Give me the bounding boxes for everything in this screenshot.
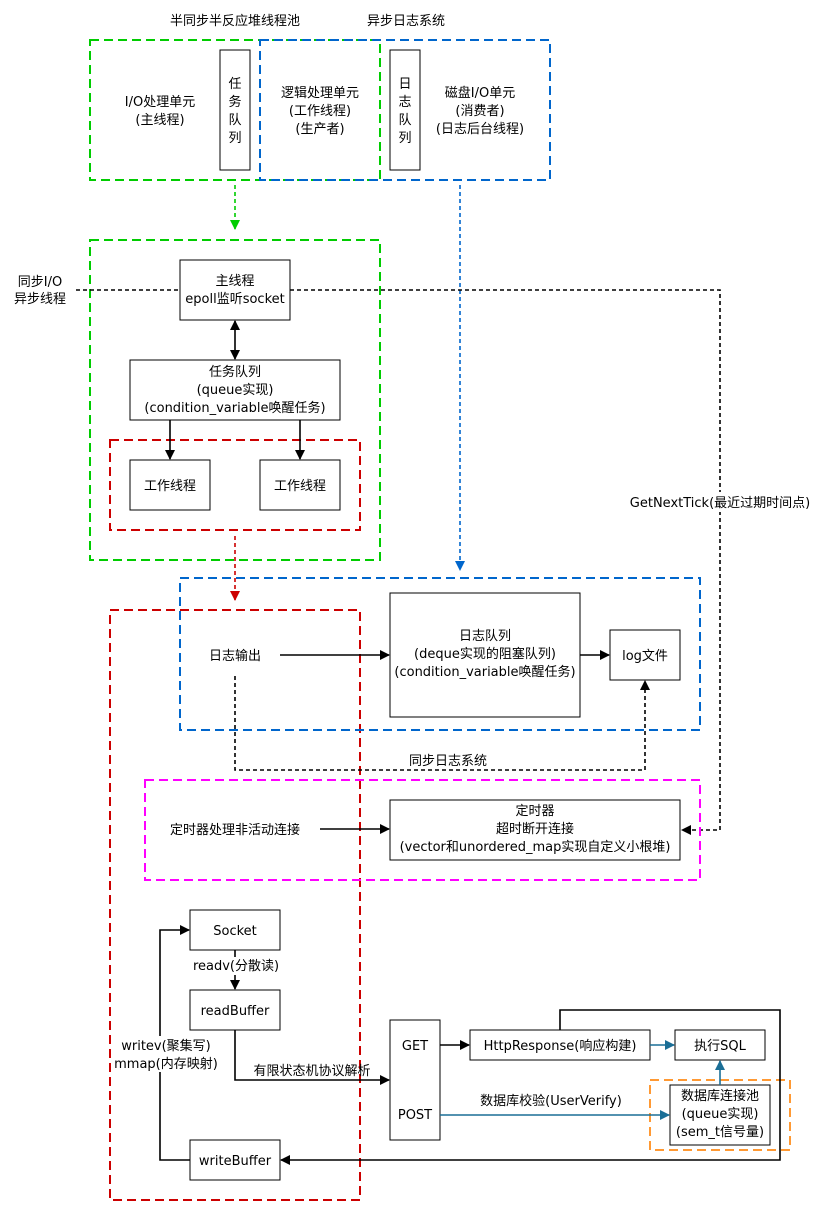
green-pool-frame — [89, 239, 381, 561]
top-log-queue-char4: 列 — [398, 131, 411, 146]
blue-log-frame — [179, 577, 701, 731]
timer-box — [389, 799, 681, 861]
fsm-route — [234, 1030, 390, 1085]
timer-line2: 超时断开连接 — [496, 821, 574, 837]
green-top-frame — [89, 39, 381, 181]
side-label-line2: 异步线程 — [14, 292, 66, 307]
worker-thread-1 — [129, 459, 211, 511]
db-pool-line3: (sem_t信号量) — [676, 1125, 764, 1140]
io-unit-line1: I/O处理单元 — [125, 95, 195, 110]
red-worker-frame — [109, 439, 361, 531]
task-queue-box — [129, 359, 341, 421]
side-label-line1: 同步I/O — [18, 275, 62, 290]
sync-log-route — [234, 676, 650, 771]
write-buffer-label: writeBuffer — [199, 1154, 272, 1169]
io-unit-line2: (主线程) — [135, 113, 184, 128]
worker-thread-2 — [259, 459, 341, 511]
user-verify-label: 数据库校验(UserVerify) — [480, 1093, 622, 1109]
readv-label: readv(分散读) — [193, 959, 279, 974]
timer-line1: 定时器 — [515, 804, 554, 819]
magenta-timer-frame — [144, 779, 701, 881]
response-write-route — [280, 1009, 781, 1165]
task-queue-line1: 任务队列 — [209, 364, 261, 380]
log-queue-box — [389, 592, 581, 718]
top-log-queue-char3: 队 — [398, 113, 411, 128]
log-file-label: log文件 — [622, 649, 668, 664]
read-buffer-label: readBuffer — [201, 1004, 270, 1019]
http-response-label: HttpResponse(响应构建) — [484, 1038, 637, 1054]
timer-handler-label: 定时器处理非活动连接 — [170, 822, 300, 838]
db-pool-box — [669, 1084, 771, 1146]
async-log-title: 异步日志系统 — [367, 14, 445, 29]
exec-sql-label: 执行SQL — [694, 1039, 746, 1054]
next-tick-label: GetNextTick(最近过期时间点) — [630, 496, 810, 511]
top-task-queue-char2: 务 — [228, 94, 241, 110]
half-sync-title: 半同步半反应堆线程池 — [170, 13, 300, 29]
log-output-label: 日志输出 — [209, 648, 261, 664]
get-post-box — [389, 1019, 441, 1141]
log-queue-line3: (condition_variable唤醒任务) — [394, 664, 575, 680]
log-queue-line2: (deque实现的阻塞队列) — [414, 646, 556, 662]
task-queue-line3: (condition_variable唤醒任务) — [144, 400, 325, 416]
socket-label: Socket — [213, 924, 257, 939]
fsm-label: 有限状态机协议解析 — [253, 1064, 370, 1079]
main-thread-line1: 主线程 — [215, 274, 254, 289]
disk-unit-line1: 磁盘I/O单元 — [445, 85, 515, 101]
top-task-queue-box — [219, 49, 251, 171]
disk-unit-line3: (日志后台线程) — [436, 122, 524, 137]
writev-line2: mmap(内存映射) — [114, 1056, 218, 1072]
log-queue-line1: 日志队列 — [459, 629, 511, 644]
http-response-box — [469, 1029, 651, 1061]
read-buffer-box — [189, 989, 281, 1031]
readv-label-bg — [190, 957, 282, 975]
main-thread-line2: epoll监听socket — [185, 292, 284, 307]
log-file-box — [609, 629, 681, 681]
writev-label-bg — [112, 1036, 224, 1072]
db-pool-line1: 数据库连接池 — [681, 1088, 759, 1104]
next-tick-label-bg — [628, 492, 814, 512]
socket-box — [189, 909, 281, 951]
exec-sql-box — [674, 1029, 766, 1061]
top-log-queue-box — [389, 49, 421, 171]
logic-unit-line1: 逻辑处理单元 — [281, 86, 359, 101]
writev-line1: writev(聚集写) — [121, 1038, 211, 1054]
write-buffer-box — [189, 1139, 281, 1181]
worker-thread-2-label: 工作线程 — [274, 479, 326, 494]
blue-top-frame — [259, 39, 551, 181]
logic-unit-line3: (生产者) — [295, 122, 344, 137]
top-task-queue-char1: 任 — [228, 77, 241, 92]
top-task-queue-char3: 队 — [228, 113, 241, 128]
top-log-queue-char2: 志 — [398, 95, 411, 110]
post-label: POST — [398, 1108, 432, 1123]
disk-unit-line2: (消费者) — [455, 104, 504, 119]
top-task-queue-char4: 列 — [228, 131, 241, 146]
logic-unit-line2: (工作线程) — [289, 104, 351, 119]
main-thread-box — [179, 259, 291, 321]
db-pool-line2: (queue实现) — [682, 1107, 759, 1122]
worker-thread-1-label: 工作线程 — [144, 479, 196, 494]
task-queue-line2: (queue实现) — [197, 383, 274, 398]
sync-log-label: 同步日志系统 — [409, 754, 487, 769]
get-label: GET — [402, 1039, 428, 1054]
timer-line3: (vector和unordered_map实现自定义小根堆) — [400, 840, 671, 855]
top-log-queue-char1: 日 — [398, 77, 411, 92]
